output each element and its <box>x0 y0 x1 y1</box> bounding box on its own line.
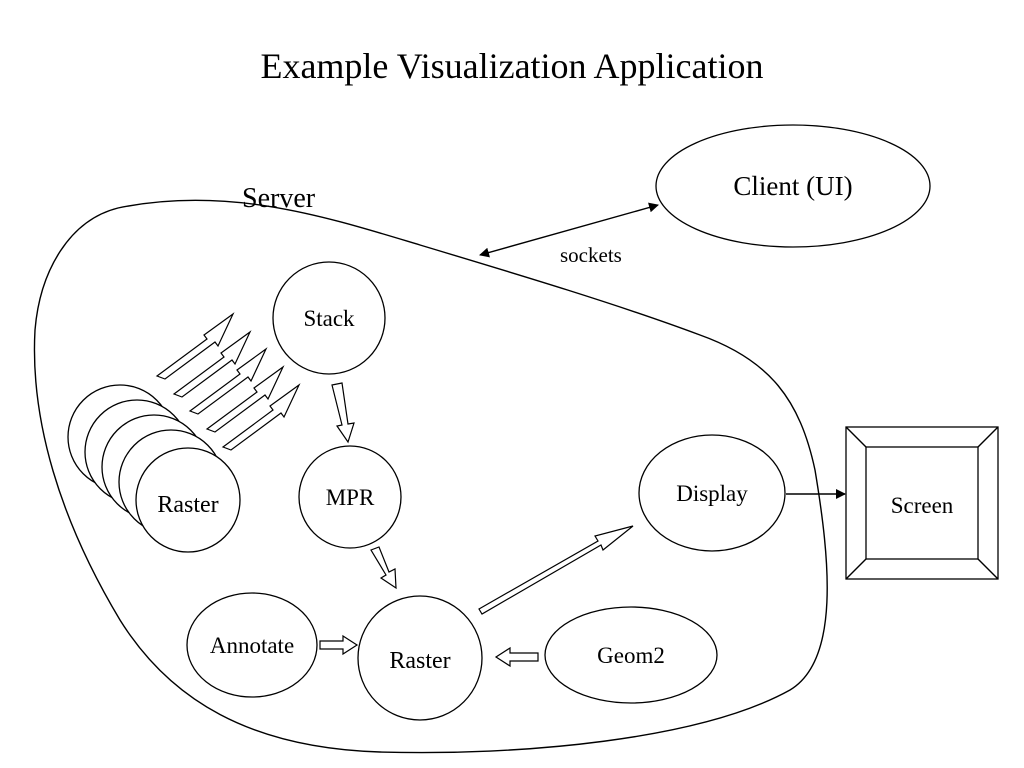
raster-to-display-arrow <box>478 525 634 615</box>
annotate-to-raster-arrow <box>319 634 359 656</box>
sockets-label: sockets <box>560 243 622 267</box>
diagram-title: Example Visualization Application <box>260 46 763 86</box>
display-label: Display <box>676 481 748 506</box>
server-label: Server <box>242 183 316 214</box>
client-node <box>655 124 931 248</box>
geom2-node <box>544 606 718 704</box>
raster-stack <box>67 384 241 553</box>
geom2-to-raster-arrow <box>494 646 539 668</box>
annotate-label: Annotate <box>210 633 294 658</box>
mpr-to-raster-arrow <box>370 546 397 590</box>
raster-stack-label: Raster <box>157 492 218 518</box>
stack-node <box>272 261 386 375</box>
server-boundary <box>33 199 828 754</box>
sockets-arrow <box>479 202 659 258</box>
raster-to-stack-arrows <box>155 312 301 451</box>
display-node <box>638 434 786 552</box>
geom2-label: Geom2 <box>597 643 665 668</box>
stack-to-mpr-arrow <box>331 382 355 444</box>
screen-node <box>845 426 999 580</box>
mpr-label: MPR <box>326 485 375 510</box>
screen-label: Screen <box>891 493 954 518</box>
annotate-node <box>186 592 318 698</box>
mpr-node <box>298 445 402 549</box>
raster-label: Raster <box>389 648 450 674</box>
raster-node <box>357 595 483 721</box>
client-label: Client (UI) <box>733 171 852 201</box>
stack-label: Stack <box>303 306 355 331</box>
